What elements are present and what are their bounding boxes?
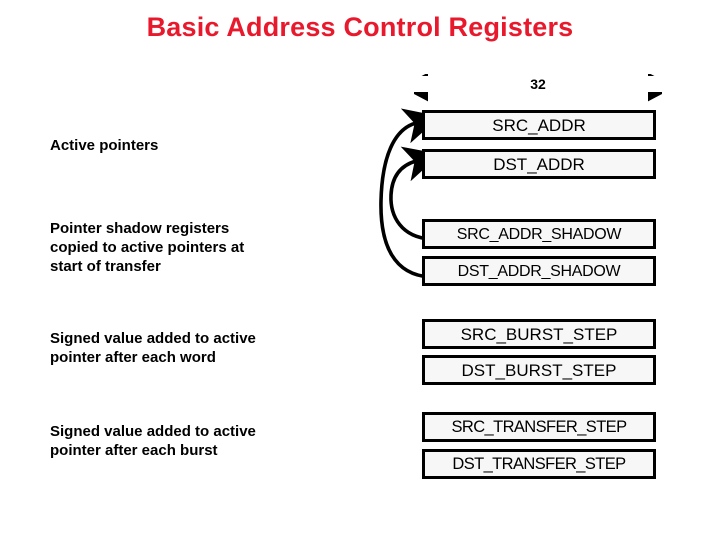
- register-box-dst-addr[interactable]: DST_ADDR: [422, 149, 656, 179]
- desc-line: Active pointers: [50, 137, 159, 154]
- arrow-src-shadow-to-dst-addr: [389, 146, 432, 241]
- register-label: SRC_BURST_STEP: [460, 325, 618, 344]
- register-box-src-addr-shadow[interactable]: SRC_ADDR_SHADOW: [422, 219, 656, 249]
- desc-line: pointer after each burst: [50, 442, 218, 459]
- desc-line: start of transfer: [50, 258, 161, 275]
- register-box-dst-burst-step[interactable]: DST_BURST_STEP: [422, 355, 656, 385]
- register-label: SRC_ADDR_SHADOW: [456, 226, 622, 243]
- register-label: DST_ADDR_SHADOW: [457, 263, 621, 280]
- register-box-dst-addr-shadow[interactable]: DST_ADDR_SHADOW: [422, 256, 656, 286]
- register-label: DST_TRANSFER_STEP: [452, 455, 626, 473]
- page-title: Basic Address Control Registers: [146, 12, 574, 42]
- label-pointer-shadow-registers: Pointer shadow registers copied to activ…: [50, 219, 350, 276]
- register-box-src-burst-step[interactable]: SRC_BURST_STEP: [422, 319, 656, 349]
- register-box-src-addr[interactable]: SRC_ADDR: [422, 110, 656, 140]
- register-label: SRC_ADDR: [492, 116, 586, 135]
- arrow-dst-shadow-to-src-addr: [379, 108, 432, 279]
- label-burst-step: Signed value added to active pointer aft…: [50, 422, 350, 460]
- register-label: DST_BURST_STEP: [461, 361, 617, 380]
- register-label: SRC_TRANSFER_STEP: [451, 418, 627, 436]
- register-label: DST_ADDR: [493, 155, 585, 174]
- desc-line: Pointer shadow registers: [50, 220, 230, 237]
- register-box-dst-transfer-step[interactable]: DST_TRANSFER_STEP: [422, 449, 656, 479]
- label-word-step: Signed value added to active pointer aft…: [50, 329, 350, 367]
- shadow-copy-arrows: [379, 108, 432, 279]
- desc-line: Signed value added to active: [50, 423, 256, 440]
- desc-line: pointer after each word: [50, 349, 216, 366]
- register-box-src-transfer-step[interactable]: SRC_TRANSFER_STEP: [422, 412, 656, 442]
- label-active-pointers: Active pointers: [50, 136, 350, 155]
- desc-line: copied to active pointers at: [50, 239, 245, 256]
- desc-line: Signed value added to active: [50, 330, 256, 347]
- bit-width-label: 32: [414, 76, 662, 92]
